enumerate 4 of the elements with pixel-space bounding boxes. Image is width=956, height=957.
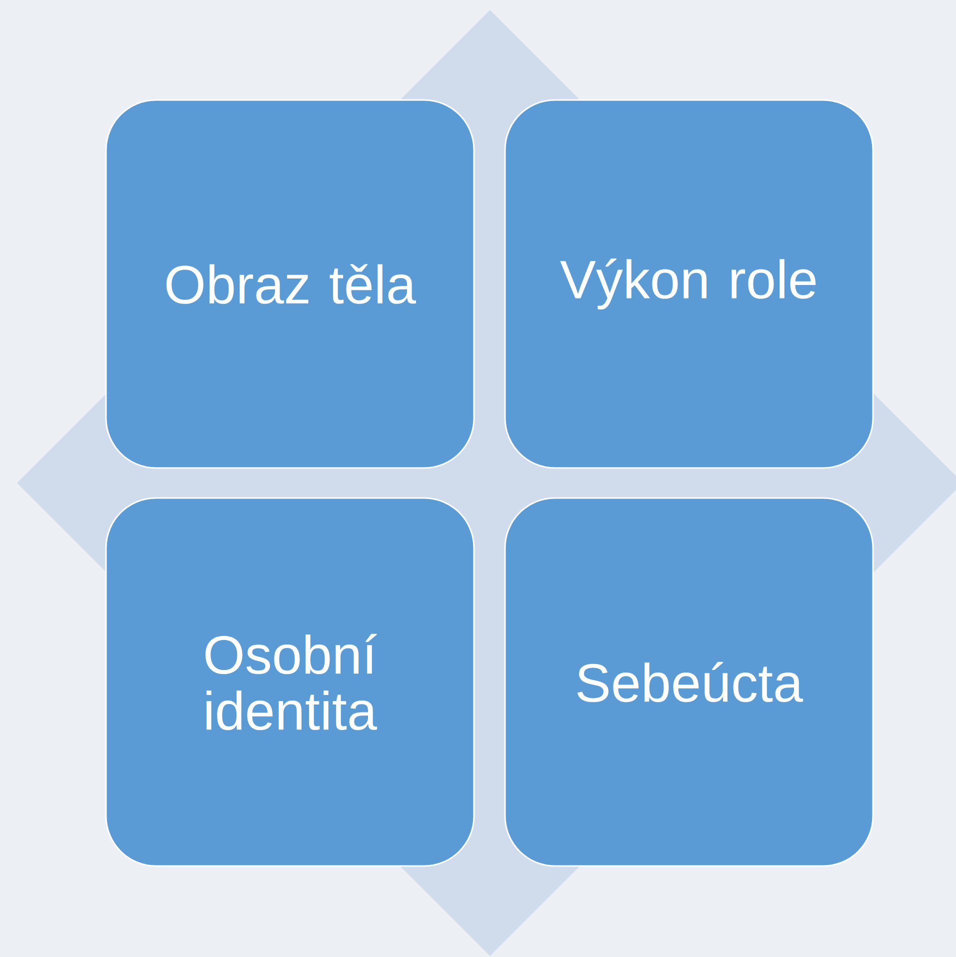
rounded-box: Osobní identita xyxy=(105,497,475,867)
rounded-box: Výkon role xyxy=(504,99,874,469)
rounded-box: Obraz těla xyxy=(105,99,475,469)
rounded-box: Sebeúcta xyxy=(504,497,874,867)
